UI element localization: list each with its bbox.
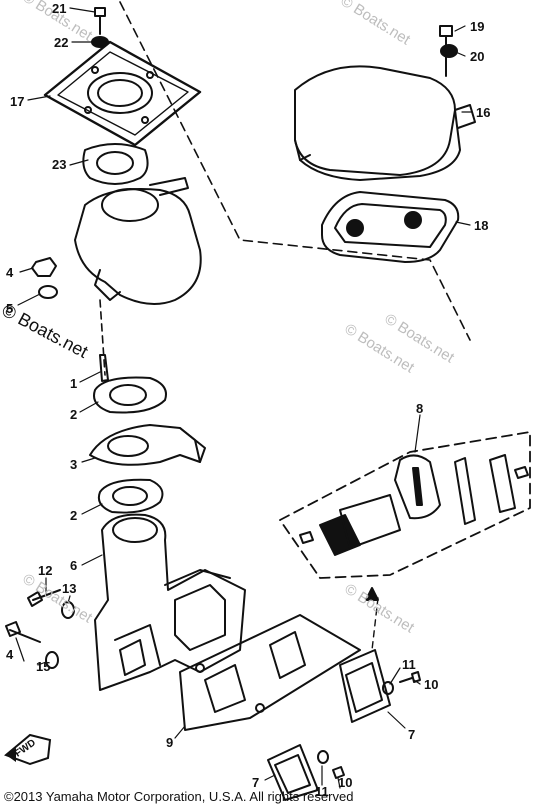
callout-5: 5 bbox=[6, 301, 14, 316]
arrow-icon bbox=[365, 587, 379, 601]
bracket-part bbox=[89, 424, 206, 466]
callout-20: 20 bbox=[470, 49, 485, 64]
leader-line bbox=[414, 414, 421, 453]
callout-7: 7 bbox=[408, 727, 416, 742]
washer-part bbox=[440, 44, 458, 58]
leader-line bbox=[27, 95, 51, 101]
screw-part bbox=[94, 7, 106, 35]
leader-line bbox=[79, 401, 99, 413]
bolt-part bbox=[5, 621, 41, 643]
callout-10: 10 bbox=[338, 775, 353, 790]
leader-line bbox=[81, 503, 103, 515]
gasket-part bbox=[82, 143, 149, 185]
callout-13: 13 bbox=[62, 581, 77, 596]
leader-line bbox=[457, 52, 466, 57]
callout-23: 23 bbox=[52, 157, 67, 172]
callout-1: 1 bbox=[70, 376, 78, 391]
leader-line bbox=[454, 25, 466, 32]
screw-part bbox=[332, 766, 345, 779]
callout-2: 2 bbox=[70, 407, 78, 422]
callout-11: 11 bbox=[402, 657, 416, 672]
gasket-part bbox=[93, 376, 167, 414]
leader-line bbox=[174, 725, 186, 739]
callout-11: 11 bbox=[315, 784, 329, 799]
leader-line bbox=[455, 221, 471, 226]
leader-line bbox=[17, 293, 41, 306]
callout-8: 8 bbox=[416, 401, 424, 416]
reed-valve-part bbox=[339, 649, 391, 723]
leader-line bbox=[81, 457, 96, 463]
reed-valve-part bbox=[267, 744, 319, 801]
callout-10: 10 bbox=[424, 677, 439, 692]
callout-3: 3 bbox=[70, 457, 78, 472]
callout-17: 17 bbox=[10, 94, 25, 109]
assembly-guide-line bbox=[119, 1, 471, 341]
leader-line bbox=[337, 777, 341, 789]
callout-15: 15 bbox=[36, 659, 51, 674]
stud-part bbox=[99, 354, 109, 382]
leader-line bbox=[81, 554, 103, 566]
bolt-part bbox=[27, 589, 61, 607]
leader-line bbox=[19, 267, 34, 273]
callout-6: 6 bbox=[70, 558, 78, 573]
washer-part bbox=[45, 651, 59, 669]
leader-line bbox=[69, 159, 89, 166]
intake-manifold-part bbox=[94, 513, 246, 691]
leader-line bbox=[37, 661, 47, 666]
leader-line bbox=[69, 7, 96, 13]
callout-18: 18 bbox=[474, 218, 489, 233]
leader-line bbox=[387, 711, 406, 729]
callout-4: 4 bbox=[6, 647, 14, 662]
reed-gasket-part bbox=[179, 614, 361, 731]
washer-part bbox=[38, 285, 58, 299]
leader-line bbox=[67, 595, 71, 604]
washer-part bbox=[317, 750, 329, 764]
leader-line bbox=[15, 637, 25, 662]
washer-part bbox=[382, 681, 394, 695]
washer-part bbox=[91, 36, 109, 48]
leader-line bbox=[264, 774, 276, 781]
leader-line bbox=[413, 679, 421, 685]
nut-part bbox=[31, 257, 57, 277]
callout-22: 22 bbox=[54, 35, 69, 50]
silencer-cover-part bbox=[294, 65, 476, 181]
callout-16: 16 bbox=[476, 105, 491, 120]
silencer-body-part bbox=[74, 177, 202, 305]
cover-plate-part bbox=[43, 40, 202, 147]
reed-valve-assembly-group bbox=[279, 431, 531, 579]
screw-part bbox=[399, 671, 421, 683]
filter-element-part bbox=[321, 191, 460, 263]
gasket-part bbox=[97, 478, 164, 514]
callout-7: 7 bbox=[252, 775, 260, 790]
copyright-footer: ©2013 Yamaha Motor Corporation, U.S.A. A… bbox=[4, 789, 354, 804]
assembly-guide-line bbox=[99, 299, 106, 376]
callout-19: 19 bbox=[470, 19, 485, 34]
callout-12: 12 bbox=[38, 563, 53, 578]
callout-21: 21 bbox=[52, 1, 67, 16]
callout-2: 2 bbox=[70, 508, 78, 523]
callout-9: 9 bbox=[166, 735, 174, 750]
leader-line bbox=[389, 667, 401, 685]
callout-4: 4 bbox=[6, 265, 14, 280]
fwd-arrow-icon bbox=[4, 733, 52, 766]
leader-line bbox=[79, 371, 101, 383]
assembly-guide-line bbox=[371, 597, 379, 651]
